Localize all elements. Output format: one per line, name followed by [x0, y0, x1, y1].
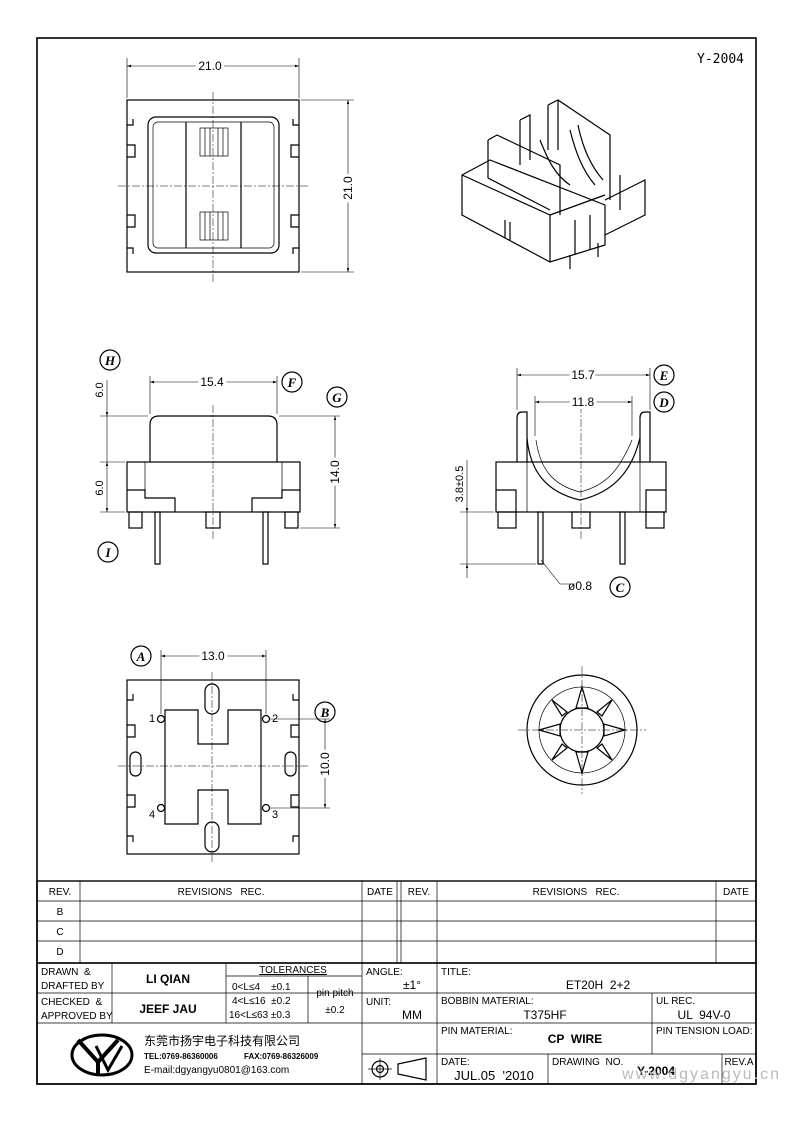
dim-side-pin: 3.8±0.5: [454, 466, 466, 503]
pin-material-value: CP WIRE: [548, 1032, 602, 1046]
front-view: 15.4 6.0 6.0 14.0: [91, 372, 345, 565]
date-header-left: DATE: [367, 887, 393, 898]
callout-e: E: [659, 368, 669, 383]
drawing-number-top: Y-2004: [697, 52, 744, 67]
bottom-view: 1 2 3 4 13.0 10.0: [118, 646, 335, 862]
pin-label-3: 3: [272, 809, 278, 821]
callout-d: D: [658, 395, 669, 410]
pin-label-4: 4: [149, 809, 155, 821]
tolerance-3: 16<L≤63 ±0.3: [229, 1010, 291, 1021]
company-logo: [70, 1033, 134, 1077]
drafted-label: DRAFTED BY: [41, 981, 105, 992]
callout-b: B: [320, 705, 330, 720]
date-value: JUL.05 '2010: [454, 1068, 534, 1083]
rev-row-c: C: [56, 927, 63, 938]
isometric-view: [461, 99, 646, 269]
revisions-header-left: REVISIONS REC.: [178, 887, 265, 898]
rev-header-right: REV.: [408, 887, 430, 898]
checked-label: CHECKED &: [41, 997, 102, 1008]
rev-row-d: D: [56, 947, 63, 958]
revisions-header-right: REVISIONS REC.: [533, 887, 620, 898]
ul-label: UL REC.: [656, 996, 695, 1007]
title-label: TITLE:: [441, 967, 471, 978]
dim-top-width: 21.0: [198, 59, 222, 73]
rev-value: REV.A: [724, 1057, 753, 1068]
drawn-label: DRAWN &: [41, 967, 91, 978]
dim-top-height: 21.0: [341, 176, 355, 200]
callout-g: G: [332, 390, 342, 405]
checked-by-value: JEEF JAU: [139, 1002, 196, 1016]
pin-pitch-label: pin pitch: [316, 988, 353, 999]
dim-side-inner: 11.8: [572, 395, 595, 409]
date-header-right: DATE: [723, 887, 749, 898]
drawn-by-value: LI QIAN: [146, 972, 190, 986]
ring-view: [518, 666, 646, 794]
angle-value: ±1°: [403, 978, 421, 992]
callout-a: A: [136, 649, 146, 664]
pin-tension-label: PIN TENSION LOAD:: [656, 1026, 753, 1037]
dim-front-h2: 6.0: [94, 480, 106, 495]
drawing-no-value: Y-2004: [637, 1064, 675, 1078]
date-label: DATE:: [441, 1057, 470, 1068]
dim-bottom-height: 10.0: [318, 752, 332, 776]
title-value: ET20H 2+2: [566, 978, 631, 992]
company-fax: FAX:0769-86326009: [244, 1052, 319, 1061]
approved-label: APPROVED BY: [41, 1011, 113, 1022]
company-tel: TEL:0769-86360006: [144, 1052, 218, 1061]
dim-bottom-width: 13.0: [201, 649, 225, 663]
tolerance-1: 0<L≤4 ±0.1: [232, 982, 291, 993]
side-view: 15.7 11.8 3.8±0.5 ø0.8: [454, 365, 667, 593]
drawing-no-label: DRAWING NO.: [552, 1057, 623, 1068]
rev-header-left: REV.: [49, 887, 71, 898]
company-name: 东莞市扬宇电子科技有限公司: [144, 1033, 300, 1048]
tolerance-2: 4<L≤16 ±0.2: [232, 996, 291, 1007]
sheet-border: [36, 37, 757, 1085]
unit-label: UNIT:: [366, 997, 391, 1008]
ul-value: UL 94V-0: [678, 1008, 731, 1022]
title-block: DRAWN & DRAFTED BY LI QIAN CHECKED & APP…: [36, 962, 757, 1085]
pin-label-1: 1: [149, 713, 155, 725]
dim-front-total: 14.0: [328, 460, 342, 484]
bobbin-material-label: BOBBIN MATERIAL:: [441, 996, 534, 1007]
bobbin-material-value: T375HF: [523, 1008, 566, 1022]
angle-label: ANGLE:: [366, 967, 403, 978]
tolerances-label: TOLERANCES: [259, 965, 327, 976]
pin-material-label: PIN MATERIAL:: [441, 1026, 513, 1037]
projection-symbol: [368, 1057, 427, 1081]
unit-value: MM: [402, 1008, 422, 1022]
pin-pitch-value: ±0.2: [325, 1005, 345, 1016]
callout-i: I: [104, 545, 111, 560]
callout-c: C: [616, 580, 625, 595]
dim-front-h1: 6.0: [94, 382, 106, 397]
dim-pin-diameter: ø0.8: [568, 579, 592, 593]
dim-side-outer: 15.7: [571, 368, 595, 382]
rev-row-b: B: [57, 907, 64, 918]
callout-f: F: [287, 375, 297, 390]
watermark: www.dgyangyu.cn: [621, 1066, 781, 1083]
callout-h: H: [104, 353, 116, 368]
revisions-table: REV. REVISIONS REC. DATE REV. REVISIONS …: [36, 880, 757, 964]
dim-front-top: 15.4: [200, 375, 224, 389]
company-email: E-mail:dgyangyu0801@163.com: [144, 1065, 289, 1076]
callouts: H F G I E D C A B: [97, 349, 675, 723]
top-view: 21.0 21.0: [118, 56, 358, 282]
